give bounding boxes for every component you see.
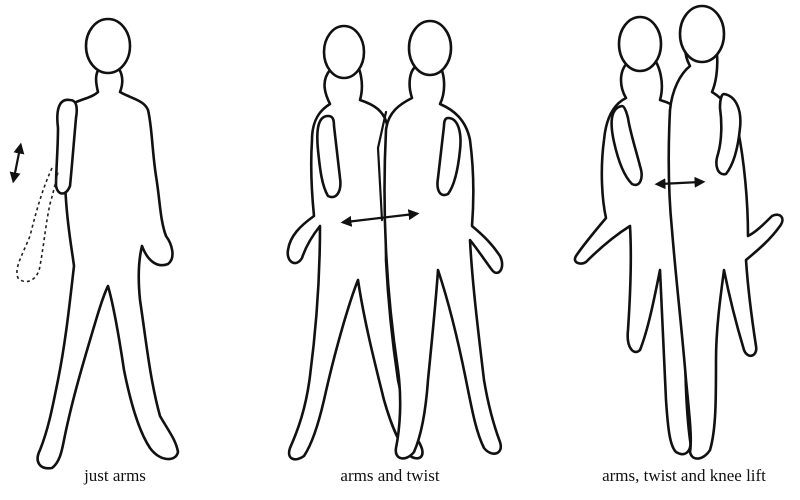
panel-arms-twist-knee-lift: [575, 6, 783, 459]
caption-arms-twist-knee-lift: arms, twist and knee lift: [570, 466, 798, 494]
panel-arms-and-twist: [288, 21, 502, 459]
caption-arms-and-twist: arms and twist: [300, 466, 480, 494]
figure-twist-right: [385, 21, 503, 458]
caption-just-arms: just arms: [40, 466, 190, 494]
arm-swing-arrow-icon: [14, 148, 20, 178]
panel-just-arms: [14, 19, 178, 468]
figure-standing-front: [17, 19, 178, 468]
